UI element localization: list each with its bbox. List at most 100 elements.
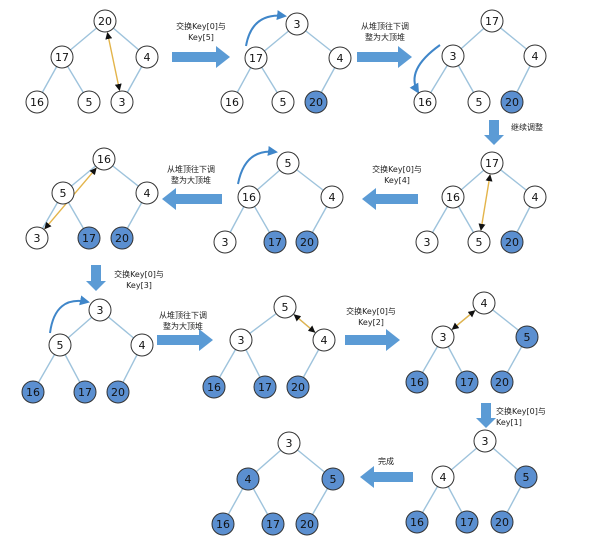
node-value: 3 [440,331,447,344]
heap-node [276,151,300,175]
heap-node [50,45,74,69]
caption-line: 整为大顶堆 [163,322,203,331]
caption-line: 从堆顶往下调 [167,165,215,174]
node-value: 20 [300,236,314,249]
node-value: 17 [249,52,263,65]
sorted-node [236,467,260,491]
node-value: 16 [225,96,239,109]
node-value: 5 [523,471,530,484]
heap-node [523,44,547,68]
node-value: 17 [266,518,280,531]
node-value: 17 [485,15,499,28]
node-value: 4 [321,334,328,347]
sorted-node [490,370,514,394]
node-value: 4 [532,191,539,204]
caption-sift-down-2: 从堆顶往下调 整为大顶堆 [156,164,226,186]
caption-line: 从堆顶往下调 [361,22,409,31]
sorted-node [106,380,130,404]
node-value: 16 [410,376,424,389]
sorted-node [500,90,524,114]
node-value: 4 [532,50,539,63]
node-value: 16 [216,518,230,531]
step-arrow-down [476,403,496,428]
step-arrow-right [157,329,213,351]
heap-node [213,230,237,254]
heap-node [92,147,116,171]
heap-node [88,298,112,322]
sorted-node [405,510,429,534]
sorted-node [263,230,287,254]
heap-node [480,9,504,33]
swap-indicator [478,174,493,231]
caption-line: 交换Key[0]与 [346,307,396,316]
node-value: 17 [460,376,474,389]
caption-sift-down-1: 从堆顶往下调 整为大顶堆 [350,21,420,43]
caption-done: 完成 [366,456,406,467]
heap-node [431,325,455,349]
heap-node [237,185,261,209]
swap-indicator [293,314,316,333]
sorted-node [490,510,514,534]
node-value: 4 [329,191,336,204]
caption-line: 交换Key[0]与 [372,165,422,174]
node-value: 5 [280,96,287,109]
sorted-node [110,226,134,250]
heap-node [25,90,49,114]
node-value: 16 [30,96,44,109]
heap-node [220,90,244,114]
node-value: 20 [98,15,112,28]
heap-node [273,295,297,319]
caption-line: 交换Key[0]与 [176,22,226,31]
node-value: 4 [337,52,344,65]
node-value: 20 [115,232,129,245]
step-arrow-left [360,466,413,488]
node-value: 3 [238,334,245,347]
heap-node [467,230,491,254]
caption-line: 交换Key[0]与 [114,270,164,279]
sift-curve-arrow [245,10,287,47]
caption-swap-key0-key3: 交换Key[0]与 Key[3] [104,269,174,291]
step-arrow-down [484,120,504,145]
swap-indicator [451,310,476,330]
node-value: 5 [282,301,289,314]
node-value: 4 [139,339,146,352]
node-value: 20 [309,96,323,109]
sorted-node [295,512,319,536]
sorted-node [21,380,45,404]
caption-line: Key[1] [496,418,522,427]
caption-line: 交换Key[0]与 [496,407,546,416]
sift-curve-arrow [409,44,441,94]
sorted-node [261,512,285,536]
sorted-node [455,510,479,534]
step-arrow-left [162,188,222,210]
sorted-node [211,512,235,536]
heap-node [93,9,117,33]
node-value: 5 [524,331,531,344]
node-value: 5 [60,187,67,200]
heap-node [229,328,253,352]
sorted-node [304,90,328,114]
step-arrow-right [345,329,400,351]
heap-node [48,333,72,357]
sorted-node [295,230,319,254]
node-value: 3 [286,437,293,450]
heap-node [25,226,49,250]
swap-indicator [105,32,122,91]
node-value: 17 [78,386,92,399]
heap-node [473,429,497,453]
node-value: 3 [424,236,431,249]
node-value: 5 [476,96,483,109]
node-value: 16 [207,381,221,394]
sorted-node [514,465,538,489]
caption-line: Key[3] [126,281,152,290]
caption-line: Key[5] [188,33,214,42]
heap-node [135,181,159,205]
heap-node [523,185,547,209]
sift-curve-arrow [237,146,278,185]
node-value: 4 [144,51,151,64]
node-value: 4 [245,473,252,486]
node-value: 16 [26,386,40,399]
heap-node [441,185,465,209]
